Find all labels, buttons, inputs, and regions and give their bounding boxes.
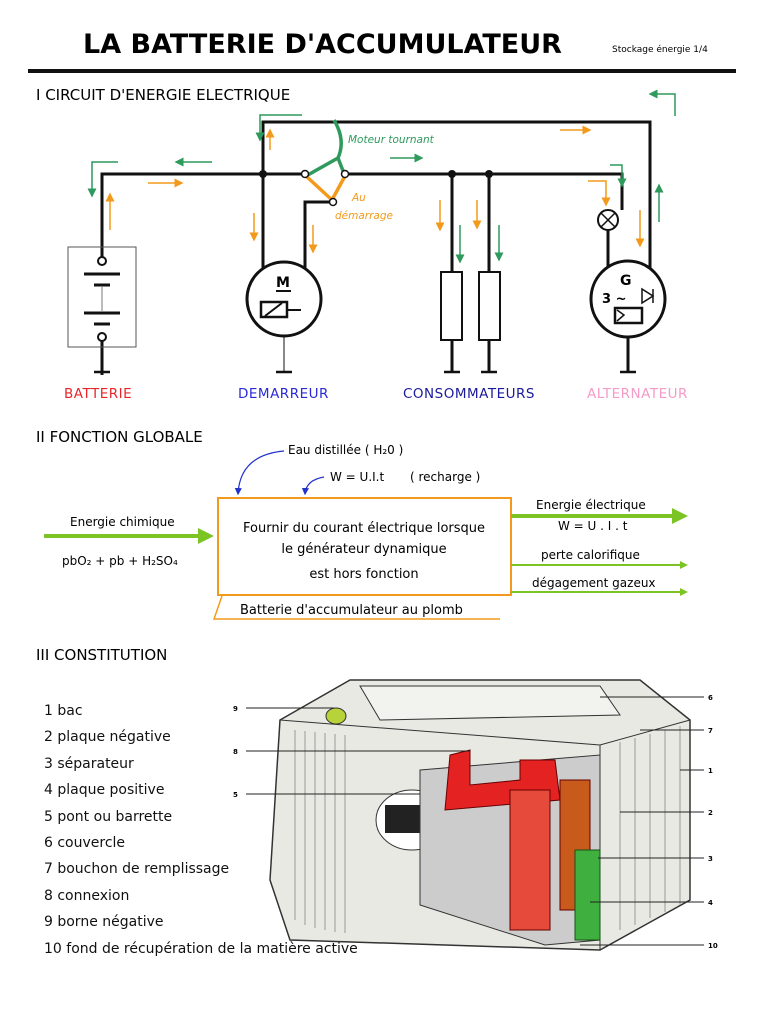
callout-numbers: 9 8 5 6 7 1 2 3 4 10 <box>233 694 718 950</box>
label-demarrage: démarrage <box>335 210 393 222</box>
callout-2: 2 <box>708 809 713 817</box>
component-label-alternateur: ALTERNATEUR <box>587 386 688 402</box>
battery-cutaway-illustration <box>269 679 691 951</box>
warning-lamp-symbol <box>597 209 619 231</box>
header-rule <box>28 69 736 73</box>
part-item: 2 plaque négative <box>44 729 171 746</box>
motor-label: M <box>276 275 290 291</box>
section2-title: II FONCTION GLOBALE <box>36 428 203 446</box>
callout-7: 7 <box>708 727 713 735</box>
label-moteur-tournant: Moteur tournant <box>348 134 435 146</box>
generator-label: G <box>620 273 632 289</box>
starter-motor-symbol: M <box>245 260 323 338</box>
output-gas-release: dégagement gazeux <box>532 576 656 590</box>
battery-symbol <box>67 246 137 348</box>
callout-1: 1 <box>708 767 713 775</box>
part-item: 10 fond de récupération de la matière ac… <box>44 940 358 957</box>
function-line-3: est hors fonction <box>309 567 418 582</box>
callout-5: 5 <box>233 791 238 799</box>
input-formula: pbO₂ + pb + H₂SO₄ <box>62 554 178 568</box>
function-box <box>217 497 512 596</box>
water-input-arrow <box>234 450 285 496</box>
callout-9: 9 <box>233 705 238 713</box>
callout-8: 8 <box>233 748 238 756</box>
output-heat-loss: perte calorifique <box>541 548 640 562</box>
function-line-1: Fournir du courant électrique lorsque <box>243 521 485 536</box>
circuit-diagram <box>94 120 652 375</box>
callout-3: 3 <box>708 855 713 863</box>
starter-switch <box>300 119 350 207</box>
input-recharge-formula: W = U.I.t <box>330 470 385 484</box>
output-electric-formula: W = U . I . t <box>558 519 628 533</box>
component-label-demarreur: DEMARREUR <box>238 386 329 402</box>
running-current-arrows <box>87 89 676 264</box>
input-energy-label: Energie chimique <box>70 515 175 529</box>
part-item: 9 borne négative <box>44 914 164 931</box>
consumer-resistor-1 <box>440 271 463 341</box>
function-line-2: le générateur dynamique <box>281 542 446 557</box>
page-title: LA BATTERIE D'ACCUMULATEUR <box>83 29 562 60</box>
part-item: 5 pont ou barrette <box>44 808 173 825</box>
part-item: 6 couvercle <box>44 835 126 852</box>
section3-title: III CONSTITUTION <box>36 646 167 664</box>
alternator-symbol: G 3 ~ <box>589 259 667 339</box>
parts-legend: 1 bac 2 plaque négative 3 séparateur 4 p… <box>44 698 358 962</box>
input-recharge-note: ( recharge ) <box>410 470 480 484</box>
callout-6: 6 <box>708 694 713 702</box>
system-name-bracket <box>212 595 500 620</box>
callout-10: 10 <box>708 942 718 950</box>
section1-title: I CIRCUIT D'ENERGIE ELECTRIQUE <box>36 86 290 104</box>
input-water: Eau distillée ( H₂0 ) <box>288 443 403 457</box>
generator-phase: 3 ~ <box>602 292 626 307</box>
part-item: 3 séparateur <box>44 755 134 772</box>
starting-current-arrows <box>105 125 645 254</box>
recharge-input-arrow <box>301 476 325 496</box>
consumer-resistor-2 <box>478 271 501 341</box>
junction-dots <box>259 170 493 178</box>
output-electric-energy: Energie électrique <box>536 498 646 512</box>
callout-4: 4 <box>708 899 713 907</box>
component-label-batterie: BATTERIE <box>64 386 132 402</box>
part-item: 4 plaque positive <box>44 782 165 799</box>
part-item: 7 bouchon de remplissage <box>44 861 230 878</box>
part-item: 8 connexion <box>44 887 130 904</box>
part-item: 1 bac <box>44 703 83 719</box>
page-reference: Stockage énergie 1/4 <box>612 44 708 55</box>
callout-lines <box>246 696 704 946</box>
component-label-consommateurs: CONSOMMATEURS <box>403 386 535 402</box>
system-name: Batterie d'accumulateur au plomb <box>240 603 463 618</box>
label-au: Au <box>351 192 366 204</box>
